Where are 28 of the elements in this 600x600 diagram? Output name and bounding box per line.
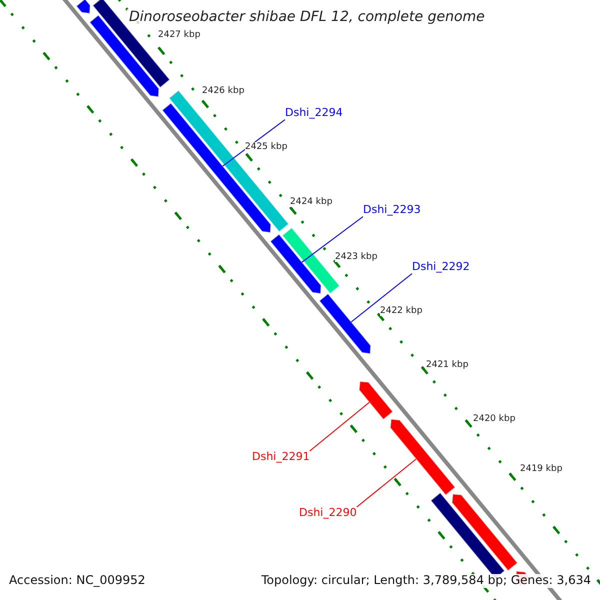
summary-text: Topology: circular; Length: 3,789,584 bp; Genes: 3,634 bbox=[261, 574, 591, 588]
gene-label: Dshi_2293 bbox=[363, 204, 421, 217]
gene-label: Dshi_2292 bbox=[412, 261, 470, 274]
leader-line bbox=[309, 402, 370, 452]
gene-label: Dshi_2294 bbox=[285, 107, 343, 120]
tick-label: 2426 kbp bbox=[202, 86, 244, 96]
tick-label: 2425 kbp bbox=[245, 142, 288, 152]
gene-feature bbox=[76, 0, 91, 14]
tick-label: 2427 kbp bbox=[158, 30, 200, 40]
leader-line bbox=[301, 216, 364, 263]
gene-feature bbox=[318, 293, 372, 354]
tick-label: 2421 kbp bbox=[426, 360, 468, 370]
gene-label: Dshi_2291 bbox=[252, 451, 310, 464]
tick-label: 2420 kbp bbox=[473, 414, 516, 424]
leader-line bbox=[350, 273, 412, 322]
title-text: Dinoroseobacter shibae DFL 12, complete genome bbox=[127, 9, 487, 26]
gene-feature bbox=[358, 380, 394, 420]
accession-text: Accession: NC_009952 bbox=[9, 574, 146, 588]
gene-feature bbox=[270, 234, 322, 294]
gene-feature bbox=[452, 494, 518, 572]
gene-label: Dshi_2290 bbox=[299, 507, 357, 520]
gene-feature bbox=[162, 102, 272, 234]
tick-label: 2424 kbp bbox=[290, 197, 332, 208]
tick-label: 2423 kbp bbox=[335, 252, 378, 262]
leader-line bbox=[356, 458, 417, 508]
tick-label: 2419 kbp bbox=[520, 464, 562, 474]
tick-label: 2422 kbp bbox=[380, 306, 422, 316]
gene-feature bbox=[390, 418, 456, 496]
